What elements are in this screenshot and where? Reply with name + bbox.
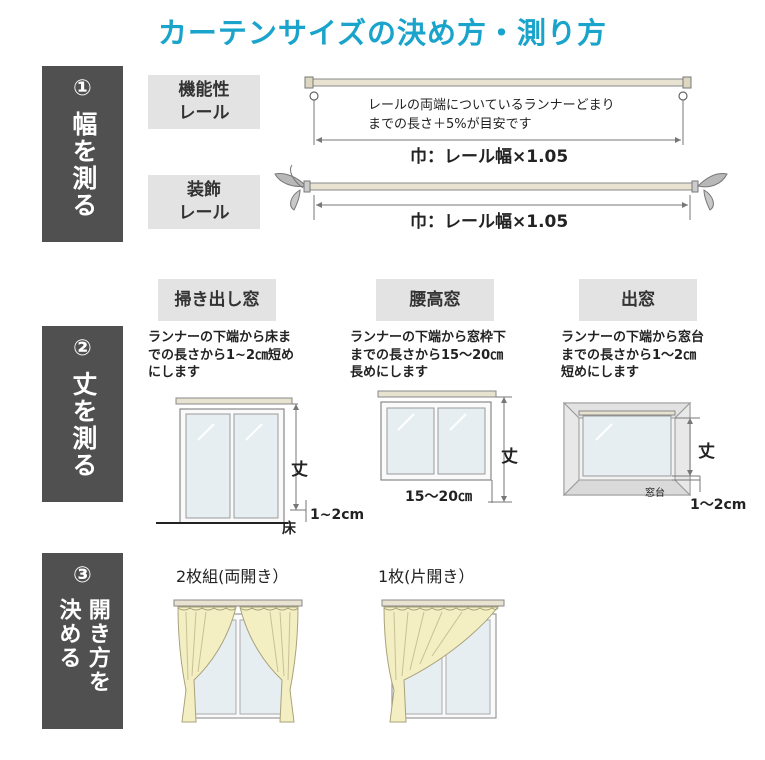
section-open-panel: ③ 開き方を 決める bbox=[42, 553, 123, 729]
sweep-height-label: 丈 bbox=[291, 460, 308, 480]
section-label: 丈を測る bbox=[68, 371, 98, 479]
leaf-finial-right-icon bbox=[697, 173, 728, 211]
section-height-panel: ② 丈を測る bbox=[42, 326, 123, 502]
functional-rail-label: 機能性 レール bbox=[148, 75, 260, 129]
waist-offset-label: 15～20㎝ bbox=[405, 489, 472, 505]
option-double: 2枚組(両開き） bbox=[176, 567, 289, 586]
section-label: 開き方を 決める bbox=[55, 598, 110, 694]
window-type-bay: 出窓 bbox=[579, 279, 697, 321]
width-formula-decorative: 巾：レール幅×1.05 bbox=[410, 212, 569, 232]
window-type-sweep: 掃き出し窓 bbox=[158, 279, 276, 321]
window-type-waist: 腰高窓 bbox=[376, 279, 494, 321]
waist-desc: ランナーの下端から窓枠下 までの長さから15～20㎝ 長めにします bbox=[350, 330, 507, 381]
sweep-desc: ランナーの下端から床ま での長さから1~2㎝短め にします bbox=[148, 330, 294, 381]
section-label: 幅を測る bbox=[68, 111, 98, 219]
runner-note-line1: レールの両端についているランナーどまり bbox=[368, 98, 615, 113]
sweep-offset-label: 1~2cm bbox=[310, 507, 365, 523]
section-number: ① bbox=[73, 76, 92, 101]
bay-sill-label: 窓台 bbox=[645, 488, 665, 499]
page-title: カーテンサイズの決め方・測り方 bbox=[157, 16, 608, 50]
bay-height-label: 丈 bbox=[698, 442, 715, 462]
bay-offset-label: 1～2cm bbox=[690, 497, 747, 513]
section-number: ② bbox=[73, 336, 92, 361]
bay-desc: ランナーの下端から窓台 までの長さから1～2㎝ 短めにします bbox=[561, 330, 705, 381]
option-single: 1枚(片開き） bbox=[378, 567, 475, 586]
section-number: ③ bbox=[73, 563, 92, 588]
sweep-floor-label: 床 bbox=[282, 521, 296, 537]
waist-height-label: 丈 bbox=[501, 447, 518, 467]
section-width-panel: ① 幅を測る bbox=[42, 66, 123, 242]
runner-note-line2: までの長さ＋5%が目安です bbox=[368, 117, 532, 132]
leaf-finial-left-icon bbox=[274, 164, 308, 211]
decorative-rail-label: 装飾 レール bbox=[148, 175, 260, 229]
width-formula-functional: 巾：レール幅×1.05 bbox=[410, 147, 569, 167]
